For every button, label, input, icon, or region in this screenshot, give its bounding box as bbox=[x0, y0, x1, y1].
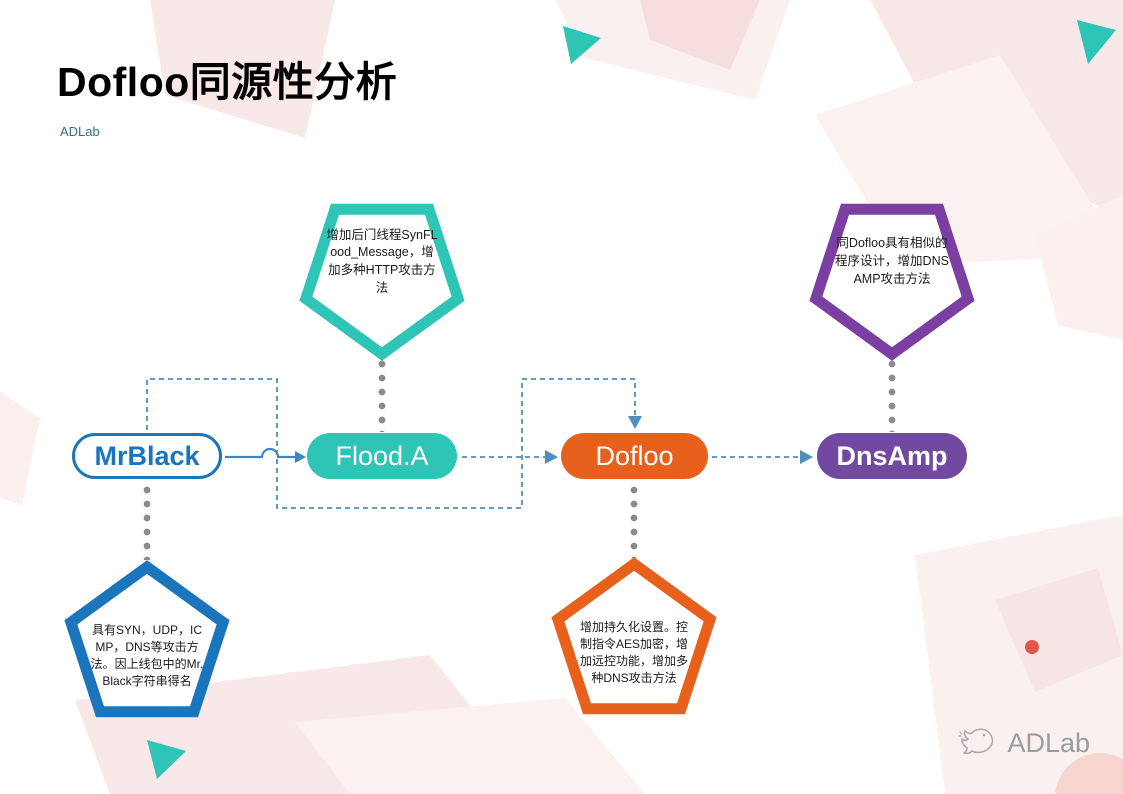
bird-icon bbox=[958, 728, 994, 755]
callout-flooda: 增加后门线程SynFLood_Message，增加多种HTTP攻击方法 bbox=[292, 184, 472, 364]
arrowhead-down-dofloo-icon bbox=[628, 416, 642, 429]
callout-dofloo: 增加持久化设置。控制指令AES加密，增加远控功能，增加多种DNS攻击方法 bbox=[544, 554, 724, 734]
callout-text: 同Dofloo具有相似的程序设计，增加DNSAMP攻击方法 bbox=[835, 236, 949, 286]
dotted-connector-flooda bbox=[378, 360, 386, 432]
arrowhead-right-dnsamp-icon bbox=[800, 450, 813, 464]
page-title: Dofloo同源性分析 bbox=[57, 59, 398, 105]
dotted-connector-dnsamp bbox=[888, 360, 896, 432]
callout-text: 增加持久化设置。控制指令AES加密，增加远控功能，增加多种DNS攻击方法 bbox=[579, 619, 688, 686]
page-subtitle: ADLab bbox=[60, 124, 100, 139]
node-dnsamp: DnsAmp bbox=[817, 433, 967, 479]
adlab-watermark: ADLab bbox=[958, 726, 1090, 760]
node-mrblack: MrBlack bbox=[72, 433, 222, 479]
edge-mrblack-flooda bbox=[225, 447, 296, 459]
watermark-label: ADLab bbox=[1007, 727, 1090, 758]
callout-text: 具有SYN，UDP，ICMP，DNS等攻击方法。因上线包中的Mr.Black字符… bbox=[90, 622, 204, 689]
callout-text: 增加后门线程SynFLood_Message，增加多种HTTP攻击方法 bbox=[326, 227, 438, 295]
arrowhead-right-dofloo-icon bbox=[545, 450, 558, 464]
pentagon-down-icon bbox=[299, 203, 465, 361]
dotted-connector-mrblack bbox=[143, 486, 151, 560]
arrowhead-right-flooda-icon bbox=[295, 451, 306, 463]
dotted-connector-dofloo bbox=[630, 486, 638, 558]
callout-dnsamp: 同Dofloo具有相似的程序设计，增加DNSAMP攻击方法 bbox=[802, 184, 982, 364]
node-flooda: Flood.A bbox=[307, 433, 457, 479]
callout-mrblack: 具有SYN，UDP，ICMP，DNS等攻击方法。因上线包中的Mr.Black字符… bbox=[57, 557, 237, 737]
node-dofloo: Dofloo bbox=[561, 433, 708, 479]
